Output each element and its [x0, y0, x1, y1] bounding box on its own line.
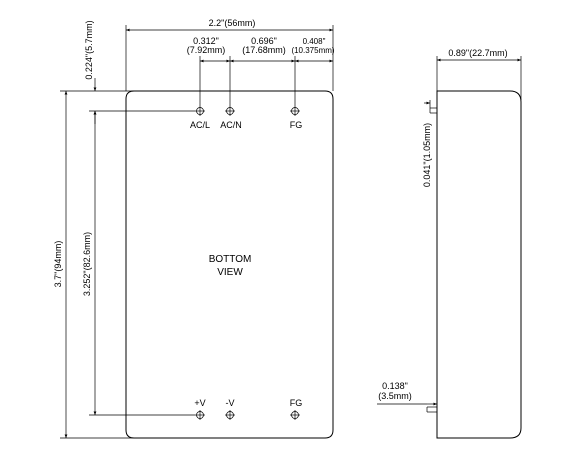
- bottom-view-subtitle: VIEW: [217, 267, 243, 278]
- pitch-3-inch: 0.408": [303, 37, 326, 46]
- side-pin-bottom: [426, 406, 437, 413]
- pin-fg-top: FG: [290, 106, 303, 130]
- pin-offset-dimension: 0.041"(1.05mm): [422, 100, 438, 187]
- pin-acn-label: AC/N: [220, 120, 242, 130]
- depth-dimension: 0.89"(22.7mm): [436, 48, 522, 100]
- pin-length-inch: 0.138": [382, 381, 408, 391]
- pitch-2-mm: (17.68mm): [242, 45, 286, 55]
- pin-length-dimension: 0.138" (3.5mm): [377, 381, 437, 406]
- top-offset-dimension-label: 0.224"(5.7mm): [84, 20, 94, 79]
- pin-fg-top-label: FG: [290, 120, 303, 130]
- pin-vminus-label: -V: [226, 398, 235, 408]
- side-pin-top: [429, 107, 437, 114]
- side-view-outline: [436, 90, 522, 439]
- pin-span-dimension: 3.252"(82.6mm): [82, 111, 195, 416]
- side-view: 0.89"(22.7mm) 0.041"(1.05mm) 0.138" (3.5…: [377, 48, 522, 439]
- height-dimension: 3.7"(94mm): [53, 90, 134, 439]
- pin-length-mm: (3.5mm): [378, 391, 412, 401]
- bottom-view: BOTTOM VIEW AC/L AC/N FG +V: [53, 18, 335, 439]
- pin-vplus: +V: [194, 398, 206, 420]
- pin-fg-bottom-label: FG: [290, 398, 303, 408]
- depth-dimension-label: 0.89"(22.7mm): [448, 48, 507, 58]
- bottom-view-outline: [125, 90, 334, 439]
- width-dimension-label: 2.2"(56mm): [209, 18, 256, 28]
- pitch-2-inch: 0.696": [251, 36, 277, 46]
- pin-acn: AC/N: [220, 106, 242, 130]
- pin-span-dimension-label: 3.252"(82.6mm): [82, 232, 92, 296]
- pin-acl: AC/L: [190, 106, 210, 130]
- pitch-3-mm: (10.375mm): [291, 46, 334, 55]
- pin-offset-dimension-label: 0.041"(1.05mm): [422, 123, 432, 187]
- bottom-view-title: BOTTOM: [209, 254, 252, 265]
- pin-vminus: -V: [225, 398, 235, 420]
- pin-vplus-label: +V: [194, 398, 205, 408]
- pitch-1-inch: 0.312": [193, 36, 219, 46]
- height-dimension-label: 3.7"(94mm): [53, 241, 63, 288]
- pin-pitch-dimensions: 0.312" (7.92mm) 0.696" (17.68mm) 0.408" …: [187, 36, 335, 106]
- width-dimension: 2.2"(56mm): [125, 18, 334, 91]
- pin-fg-bottom: FG: [290, 398, 303, 420]
- pitch-1-mm: (7.92mm): [187, 45, 226, 55]
- pin-acl-label: AC/L: [190, 120, 210, 130]
